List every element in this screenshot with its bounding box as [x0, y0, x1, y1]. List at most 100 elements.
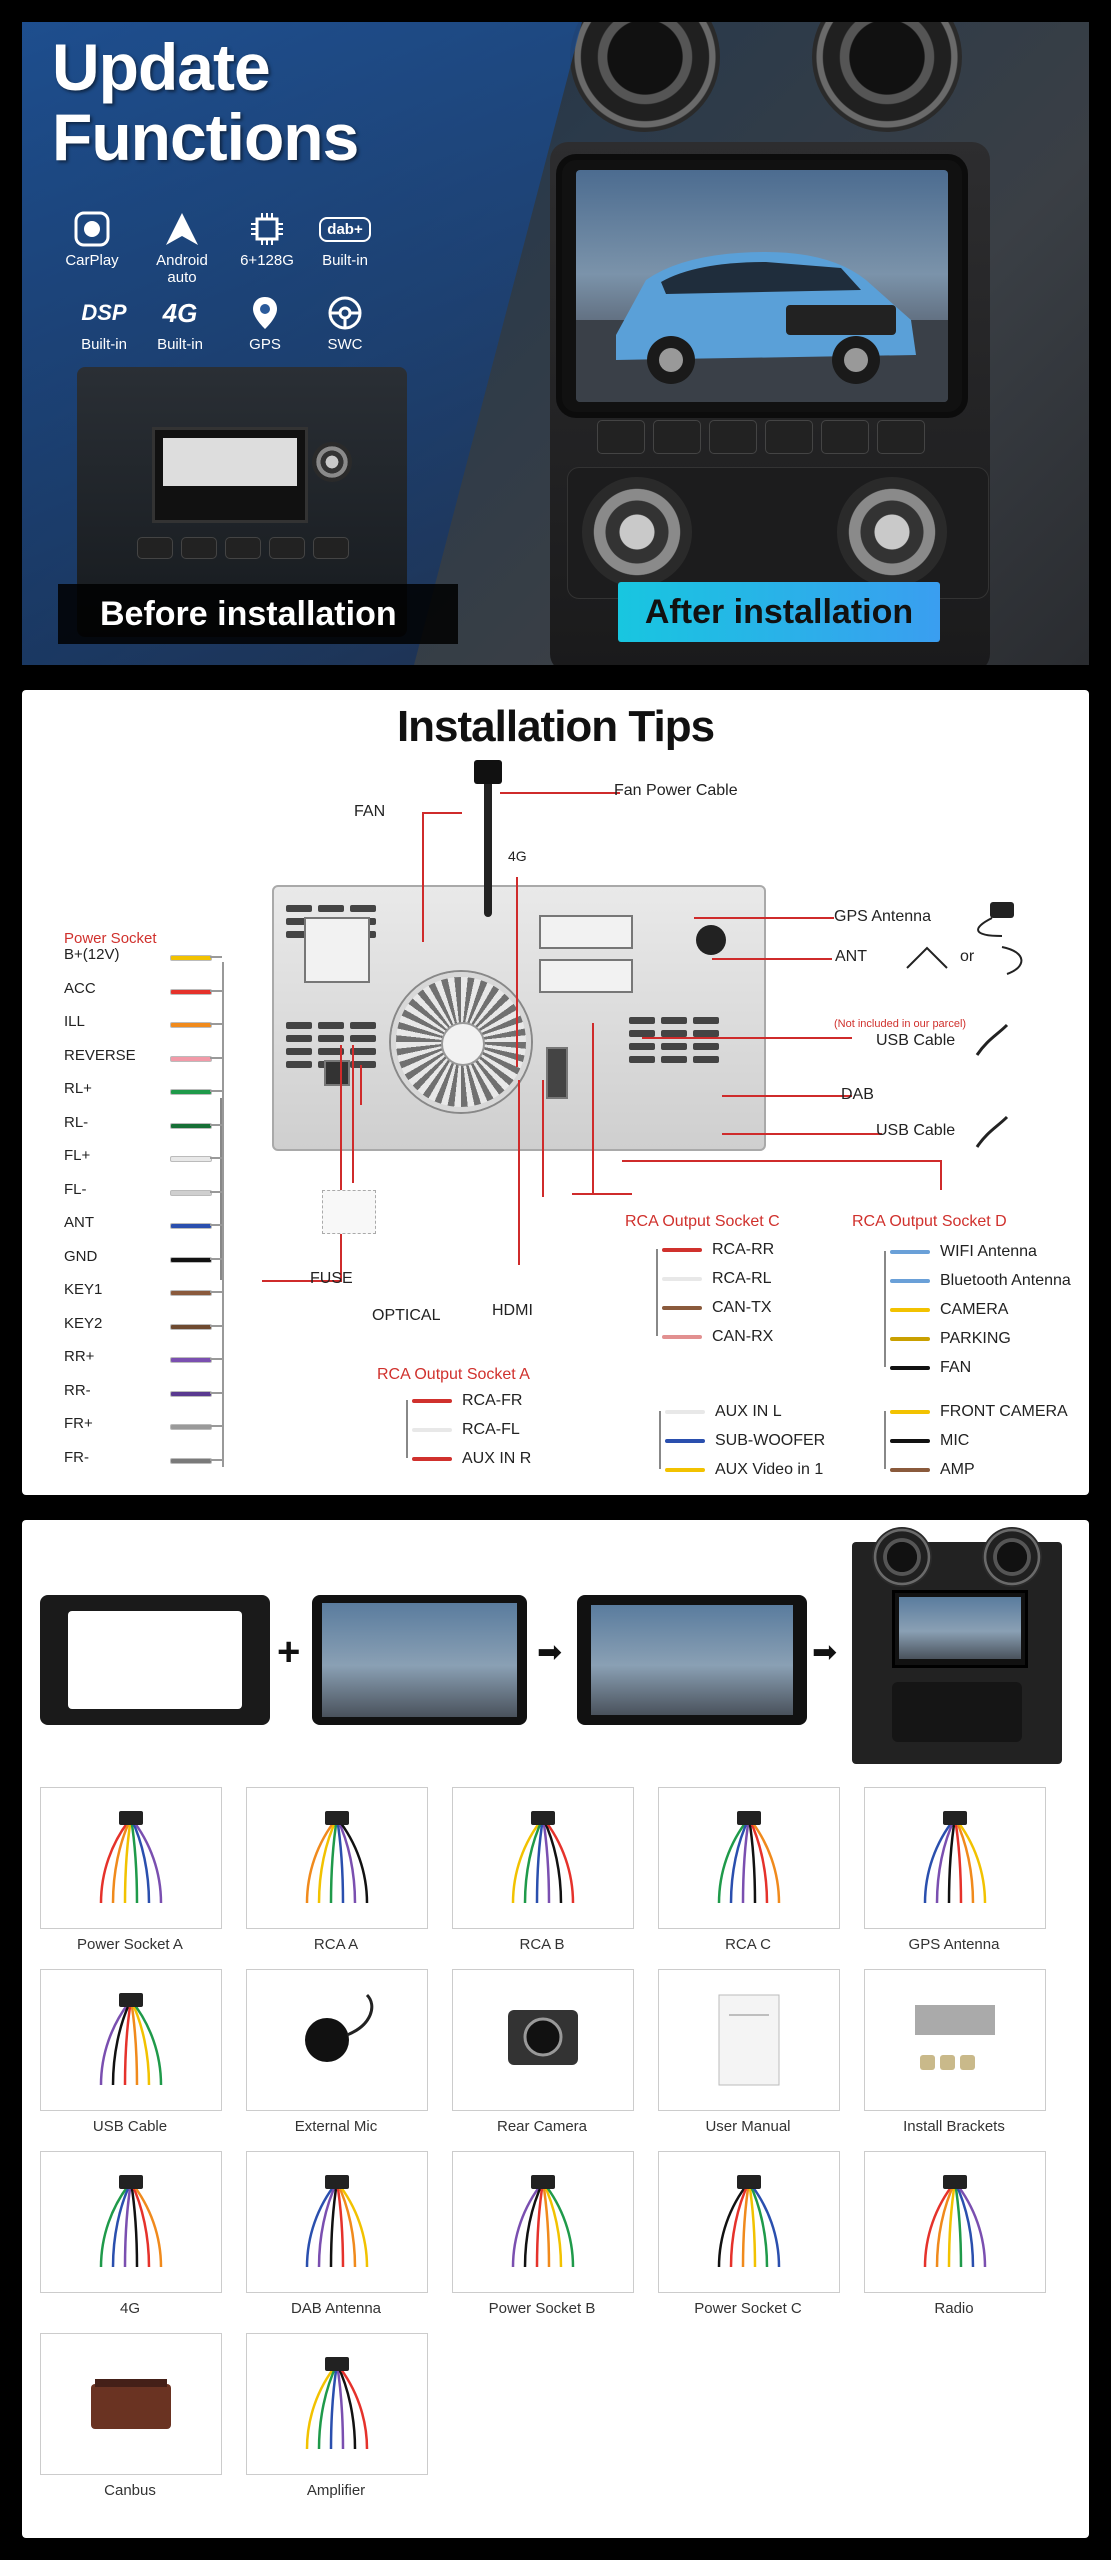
arrow-icon-1: ➡	[537, 1636, 563, 1669]
power-socket-wire	[170, 1156, 212, 1162]
cable-plug	[662, 1306, 702, 1310]
user-manual-icon	[718, 1994, 780, 2086]
carplay-icon	[67, 210, 117, 248]
cable-label: RCA-FL	[462, 1421, 520, 1438]
power-socket-pin-label: KEY2	[64, 1314, 103, 1332]
android-auto-icon	[157, 210, 207, 248]
before-knob	[312, 442, 352, 482]
rca-socket-d-connector	[539, 959, 633, 993]
power-socket-wire	[170, 1357, 212, 1363]
installation-tips-panel: Installation Tips Power Socket B+(12V)AC…	[22, 690, 1089, 1495]
accessory-caption: 4G	[119, 2300, 140, 2317]
accessory-card	[864, 2151, 1046, 2293]
4g-label: 4G	[508, 848, 527, 864]
accessory-caption: GPS Antenna	[908, 1936, 1000, 1953]
power-socket-pin-label: RL-	[64, 1113, 89, 1131]
cable-plug	[890, 1366, 930, 1370]
cable-label: WIFI Antenna	[940, 1243, 1037, 1260]
power-socket-pin-label: ANT	[64, 1214, 94, 1231]
cable-plug	[890, 1308, 930, 1312]
accessory-card	[658, 1969, 840, 2111]
accessory-caption: DAB Antenna	[290, 2300, 382, 2317]
cable-label: PARKING	[940, 1330, 1011, 1347]
fuse-label: FUSE	[310, 1270, 353, 1287]
accessory-card	[246, 2151, 428, 2293]
fan-cable-plug	[474, 760, 502, 784]
after-installation-label: After installation	[618, 582, 940, 642]
steering-wheel-icon	[320, 294, 370, 332]
cable-plug	[412, 1428, 452, 1432]
cable-plug	[890, 1468, 930, 1472]
power-socket-wire	[170, 1122, 212, 1129]
hero-banner: Update Functions CarPlay Android auto 6+…	[22, 22, 1089, 665]
or-label: or	[960, 948, 975, 965]
feature-gps: GPS	[225, 294, 305, 353]
power-socket-pin-label: FR+	[64, 1415, 93, 1432]
before-installation-label: Before installation	[58, 584, 458, 644]
fan-label: FAN	[354, 803, 386, 820]
installation-tips-title: Installation Tips	[396, 702, 715, 751]
usb-cable-label-2: USB Cable	[876, 1122, 956, 1139]
gps-antenna-icon	[977, 902, 1014, 937]
accessory-card	[658, 1787, 840, 1929]
power-socket-wire	[170, 955, 212, 961]
hdmi-port	[546, 1047, 568, 1099]
cable-label: RCA-FR	[462, 1392, 523, 1409]
cable-plug	[662, 1277, 702, 1281]
arrow-icon-2: ➡	[812, 1636, 838, 1669]
accessory-caption: Canbus	[104, 2482, 156, 2499]
accessory-caption: Install Brackets	[903, 2118, 1005, 2135]
before-screen	[152, 427, 308, 523]
accessory-card	[40, 1787, 222, 1929]
hero-title: Update Functions	[52, 30, 359, 174]
accessory-caption: Amplifier	[306, 2482, 366, 2499]
dab-icon: dab+	[319, 210, 371, 248]
accessory-caption: Rear Camera	[496, 2118, 588, 2135]
rca-a-title: RCA Output Socket A	[377, 1366, 530, 1383]
climate-knob-left	[582, 477, 692, 587]
air-vent-left	[570, 22, 720, 132]
gps-antenna-icon	[923, 1811, 987, 1904]
fuse-box	[322, 1190, 376, 1234]
optical-port	[324, 1060, 350, 1086]
dash-button-row	[597, 420, 925, 454]
4g-icon: 4G	[162, 297, 198, 328]
accessory-card	[40, 2333, 222, 2475]
rear-camera-icon	[508, 2010, 578, 2065]
feature-dsp: DSP Built-in	[64, 294, 144, 353]
cable-label: CAMERA	[940, 1301, 1009, 1318]
accessory-caption: RCA B	[519, 1936, 565, 1953]
amplifier-icon	[305, 2357, 369, 2450]
usb-cable-icon-2	[975, 1115, 1009, 1148]
accessory-card	[452, 2151, 634, 2293]
accessory-card	[40, 2151, 222, 2293]
dab-label: DAB	[841, 1086, 874, 1103]
rca-d-title: RCA Output Socket D	[852, 1213, 1007, 1230]
usb-cable-label-1: USB Cable	[876, 1032, 956, 1049]
cable-plug	[665, 1410, 705, 1414]
accessory-card	[40, 1969, 222, 2111]
accessory-caption: External Mic	[294, 2118, 378, 2135]
ant-adapter-icon	[1001, 946, 1023, 975]
power-socket-wire	[170, 1223, 212, 1229]
cable-label: AMP	[940, 1461, 975, 1478]
power-socket-wire	[170, 988, 212, 995]
canbus-icon	[91, 2379, 171, 2429]
optical-label: OPTICAL	[372, 1307, 441, 1324]
accessory-card	[246, 1787, 428, 1929]
power-socket-wire	[170, 1022, 212, 1028]
cable-label: AUX Video in 1	[715, 1461, 824, 1478]
accessory-caption: USB Cable	[92, 2118, 168, 2135]
power-socket-a-icon	[99, 1811, 163, 1904]
cable-plug	[665, 1468, 705, 1472]
cable-label: SUB-WOOFER	[715, 1432, 826, 1449]
power-socket-title: Power Socket	[64, 930, 157, 947]
accessory-caption: User Manual	[705, 2118, 791, 2135]
after-screen	[562, 160, 962, 412]
feature-swc: SWC	[305, 294, 385, 353]
climate-knob-right	[837, 477, 947, 587]
air-vent-right	[812, 22, 962, 132]
accessory-caption: Power Socket B	[488, 2300, 596, 2317]
feature-android-auto: Android auto	[142, 210, 222, 286]
accessory-caption: RCA C	[725, 1936, 771, 1953]
